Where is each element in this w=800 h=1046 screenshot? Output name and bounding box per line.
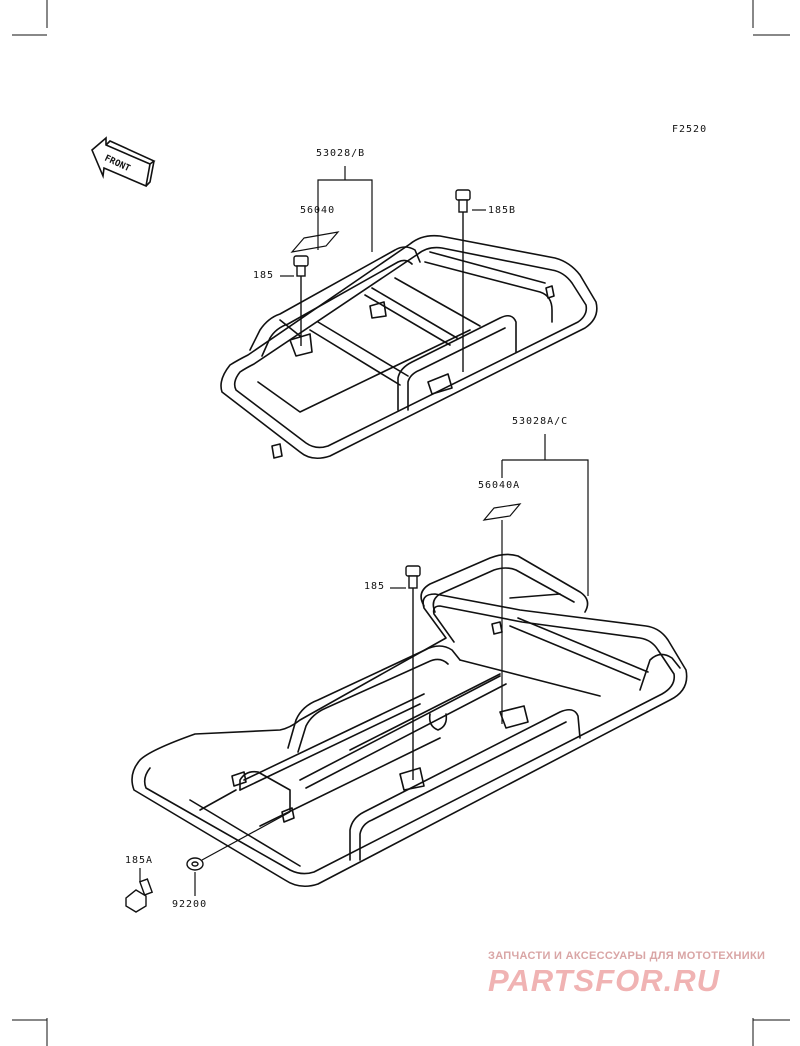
callout-rear-decal: 56040	[300, 205, 336, 216]
watermark-tagline: ЗАПЧАСТИ И АКСЕССУАРЫ ДЛЯ МОТОТЕХНИКИ	[488, 950, 766, 962]
callout-rear-bolt-right: 185B	[488, 205, 517, 216]
figure-code: F2520	[672, 124, 708, 135]
callout-front-bolt: 185	[364, 581, 386, 592]
callout-rear-bolt-left: 185	[253, 270, 275, 281]
callout-front-carrier: 53028A/C	[512, 416, 569, 427]
callout-front-decal: 56040A	[478, 480, 521, 491]
rear-leaders	[280, 166, 486, 277]
rear-bolt-left-icon	[293, 255, 309, 346]
front-carrier	[131, 553, 688, 888]
watermark-logo: PARTSFOR.RU	[488, 963, 721, 998]
front-bolt-icon	[405, 565, 421, 780]
rear-bolt-right-icon	[455, 189, 471, 372]
washer-icon	[186, 857, 204, 871]
front-arrow-icon	[91, 136, 156, 188]
side-bolt-icon	[125, 878, 154, 913]
front-leaders	[139, 434, 589, 896]
rear-carrier	[220, 234, 598, 460]
rear-decal-icon	[290, 231, 340, 253]
callout-washer: 92200	[172, 899, 208, 910]
callout-rear-carrier: 53028/B	[316, 148, 366, 159]
callout-side-bolt: 185A	[125, 855, 154, 866]
front-decal-icon	[482, 503, 522, 521]
crop-marks	[12, 0, 790, 1046]
